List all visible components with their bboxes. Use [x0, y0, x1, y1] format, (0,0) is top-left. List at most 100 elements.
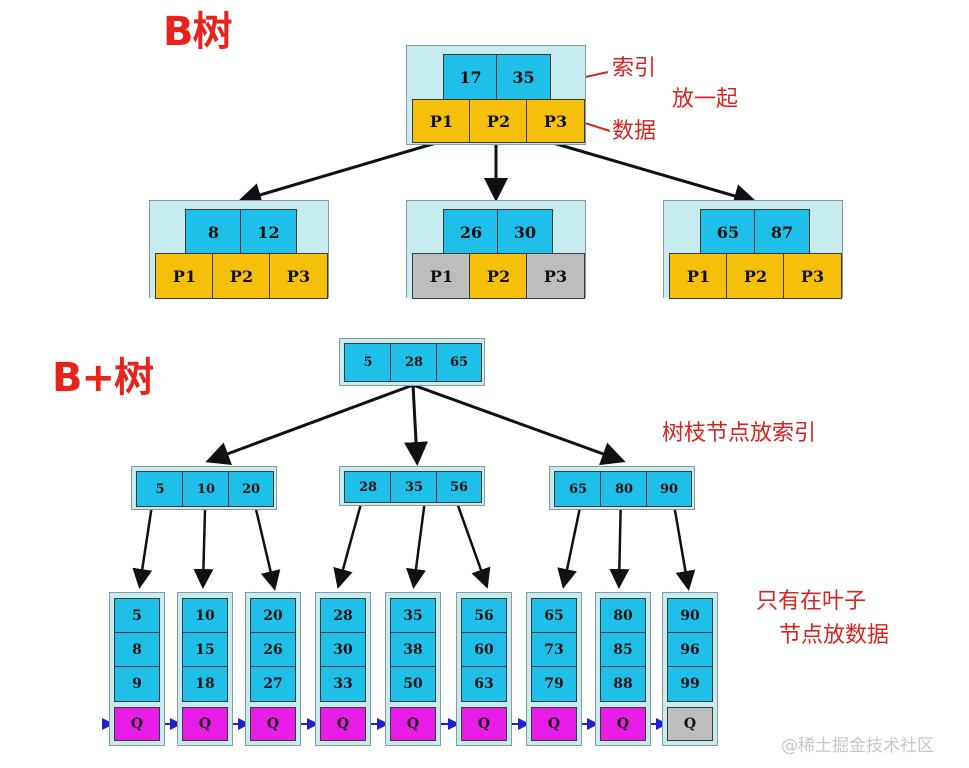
null-pointer-cell: P3 [526, 253, 585, 299]
key-cell: 60 [461, 632, 507, 668]
key-cell: 73 [531, 632, 577, 668]
pointer-cell: P2 [212, 253, 271, 299]
key-cell: 9 [114, 666, 160, 702]
bplus-leaf-node-7: 65 73 79 Q [526, 592, 582, 746]
key-cell: 17 [443, 54, 498, 101]
key-cell: 18 [182, 666, 228, 702]
btree-arrow-1 [237, 141, 437, 207]
bplus-branch-node-3: 65 80 90 [549, 466, 695, 510]
btree-root-node: 17 35 P1 P2 P3 [406, 45, 586, 145]
key-cell: 15 [182, 632, 228, 668]
key-cell: 28 [390, 343, 438, 382]
key-cell: 28 [344, 471, 392, 503]
null-pointer-cell: P1 [412, 253, 471, 299]
key-cell: 8 [185, 209, 242, 255]
pointer-cell: P2 [469, 99, 528, 143]
data-cell: Q [600, 707, 646, 741]
branch-arrow [406, 499, 427, 589]
key-cell: 26 [250, 632, 296, 668]
bplus-leaf-node-5: 35 38 50 Q [385, 592, 441, 746]
key-cell: 99 [667, 666, 713, 702]
key-cell: 65 [554, 471, 602, 507]
bplus-branch-node-1: 5 10 20 [131, 466, 277, 510]
data-cell: Q [182, 707, 228, 741]
data-cell: Q [320, 707, 366, 741]
key-cell: 38 [390, 632, 436, 668]
bplustree-title: B+树 [52, 355, 154, 401]
key-cell: 35 [390, 471, 438, 503]
btree-arrow-3 [552, 141, 758, 208]
data-annotation: 数据 [612, 119, 657, 144]
branch-arrow [333, 499, 364, 589]
together-annotation: 放一起 [672, 87, 739, 112]
key-cell: 79 [531, 666, 577, 702]
key-cell: 80 [600, 471, 648, 507]
key-cell: 20 [250, 598, 296, 634]
data-cell: Q [114, 707, 160, 741]
key-cell: 30 [497, 209, 553, 255]
btree-child-node-1: 8 12 P1 P2 P3 [149, 200, 329, 299]
key-cell: 35 [496, 54, 551, 101]
pointer-cell: P3 [526, 99, 585, 143]
bplus-arrow-2 [404, 384, 429, 466]
key-cell: 65 [436, 343, 482, 382]
data-cell: Q [250, 707, 296, 741]
pointer-cell: P3 [783, 253, 842, 299]
key-cell: 5 [114, 598, 160, 634]
key-cell: 30 [320, 632, 366, 668]
pointer-cell: P1 [155, 253, 214, 299]
key-cell: 56 [436, 471, 482, 503]
key-cell: 26 [443, 209, 499, 255]
branch-arrow [454, 499, 491, 589]
data-cell: Q [531, 707, 577, 741]
key-cell: 85 [600, 632, 646, 668]
bplus-branch-node-2: 28 35 56 [339, 466, 485, 506]
key-cell: 63 [461, 666, 507, 702]
key-cell: 87 [754, 209, 810, 255]
branch-arrow [193, 509, 214, 589]
pointer-cell: P2 [726, 253, 785, 299]
pointer-cell: P3 [269, 253, 328, 299]
pointer-cell: P1 [669, 253, 728, 299]
key-cell: 56 [461, 598, 507, 634]
bplus-leaf-node-3: 20 26 27 Q [245, 592, 301, 746]
key-cell: 20 [228, 471, 274, 507]
key-cell: 8 [114, 632, 160, 668]
pointer-cell: P1 [412, 99, 471, 143]
bplus-leaf-node-6: 56 60 63 Q [456, 592, 512, 746]
bplus-arrow-1 [205, 383, 414, 465]
key-cell: 28 [320, 598, 366, 634]
branch-arrow [253, 504, 281, 591]
null-data-cell: Q [667, 707, 713, 741]
branch-annotation: 树枝节点放索引 [662, 421, 817, 446]
bplus-leaf-node-1: 5 8 9 Q [109, 592, 165, 746]
key-cell: 50 [390, 666, 436, 702]
key-cell: 96 [667, 632, 713, 668]
key-cell: 35 [390, 598, 436, 634]
btree-title: B树 [163, 9, 232, 55]
key-cell: 10 [182, 598, 228, 634]
index-annotation: 索引 [612, 56, 657, 81]
leaf-annotation-line2: 节点放数据 [779, 623, 890, 648]
bplus-leaf-node-2: 10 15 18 Q [177, 592, 233, 746]
data-cell: Q [461, 707, 507, 741]
key-cell: 10 [182, 471, 230, 507]
key-cell: 90 [646, 471, 692, 507]
bplus-leaf-node-9: 90 96 99 Q [662, 592, 718, 746]
key-cell: 80 [600, 598, 646, 634]
key-cell: 12 [240, 209, 297, 255]
watermark: @稀土掘金技术社区 [781, 736, 934, 756]
btree-child-node-2: 26 30 P1 P2 P3 [406, 200, 586, 299]
bplus-root-node: 5 28 65 [339, 338, 485, 386]
key-cell: 33 [320, 666, 366, 702]
leaf-annotation-line1: 只有在叶子 [756, 589, 867, 614]
branch-arrow [132, 504, 154, 589]
bplus-leaf-node-4: 28 30 33 Q [315, 592, 371, 746]
key-cell: 65 [531, 598, 577, 634]
key-cell: 5 [344, 343, 392, 382]
bplus-arrow-3 [412, 383, 626, 466]
key-cell: 65 [700, 209, 756, 255]
data-cell: Q [390, 707, 436, 741]
btree-child-node-3: 65 87 P1 P2 P3 [663, 200, 843, 299]
